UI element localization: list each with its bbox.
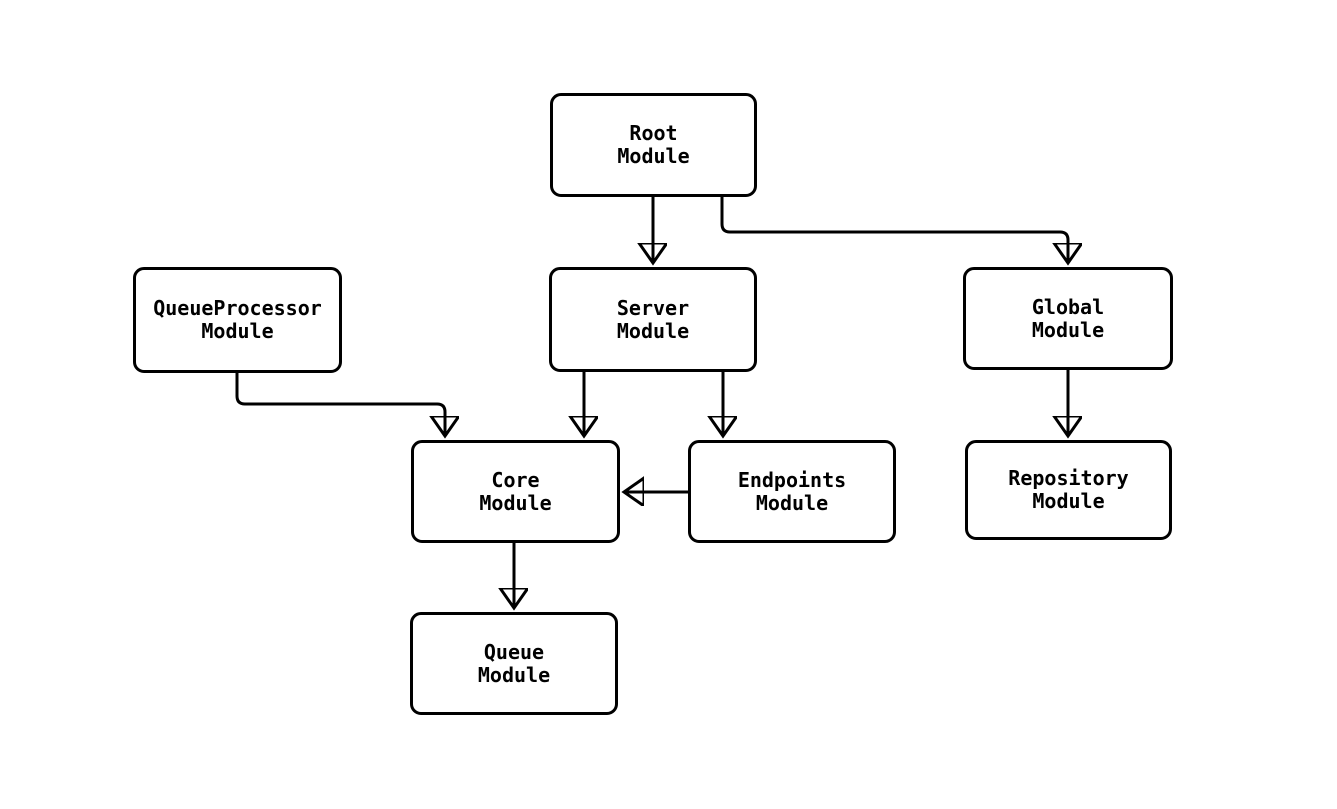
- node-global-module: Global Module: [963, 267, 1173, 370]
- node-repository-module-label: Repository Module: [1008, 466, 1129, 513]
- node-repository-module: Repository Module: [965, 440, 1172, 540]
- node-queue-processor-module: QueueProcessor Module: [133, 267, 342, 373]
- edge-root-to-global: [720, 197, 1068, 263]
- node-server-module-label: Server Module: [616, 295, 690, 343]
- node-root-module-label: Root Module: [617, 121, 690, 168]
- node-endpoints-module: Endpoints Module: [688, 440, 896, 543]
- node-root-module: Root Module: [550, 93, 757, 197]
- node-queue-module-label: Queue Module: [477, 639, 551, 687]
- node-queue-module: Queue Module: [410, 612, 618, 715]
- node-core-module-label: Core Module: [479, 467, 552, 515]
- node-queue-processor-module-label: QueueProcessor Module: [153, 296, 322, 343]
- edge-queue-processor-to-core: [235, 373, 445, 436]
- node-endpoints-module-label: Endpoints Module: [737, 467, 847, 515]
- node-server-module: Server Module: [549, 267, 757, 372]
- node-global-module-label: Global Module: [1031, 294, 1105, 342]
- node-core-module: Core Module: [411, 440, 620, 543]
